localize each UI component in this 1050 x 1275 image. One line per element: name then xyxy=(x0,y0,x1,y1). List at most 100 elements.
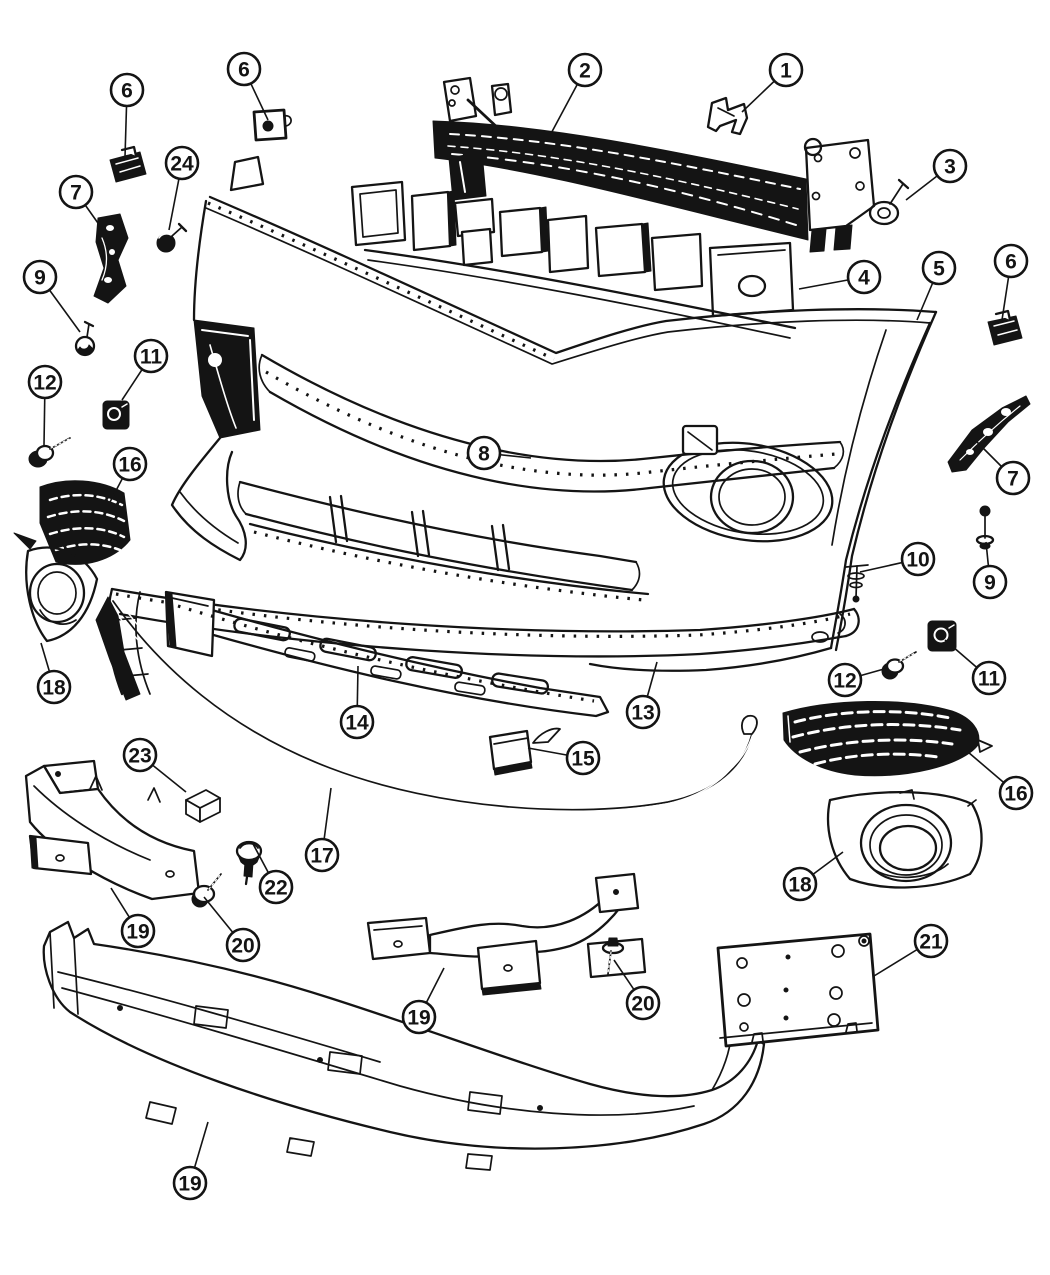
callout-bubble[interactable] xyxy=(913,923,949,959)
callout-bubble[interactable] xyxy=(304,837,340,873)
callout-bubble[interactable] xyxy=(971,660,1007,696)
callout-bubble[interactable] xyxy=(339,704,375,740)
part-lower-trim-strip xyxy=(95,596,758,813)
callout-number: 6 xyxy=(121,79,133,102)
part-screw-9-left xyxy=(74,320,96,357)
callout-11-right[interactable]: 11 xyxy=(944,639,1007,696)
callout-number: 7 xyxy=(70,181,82,204)
part-grille-insert-left xyxy=(39,480,131,565)
callout-19-left[interactable]: 19 xyxy=(110,887,156,949)
callout-bubble[interactable] xyxy=(27,364,63,400)
callout-12-left[interactable]: 12 xyxy=(27,364,63,446)
part-screw-12-left xyxy=(28,437,71,468)
callout-bubble[interactable] xyxy=(401,999,437,1035)
callout-23[interactable]: 23 xyxy=(122,737,187,793)
callout-bubble[interactable] xyxy=(565,740,601,776)
callout-bubble[interactable] xyxy=(466,435,502,471)
part-screw-24 xyxy=(156,222,188,253)
part-bolt-20-right xyxy=(601,937,625,975)
callout-10[interactable]: 10 xyxy=(859,541,936,577)
callout-bubble[interactable] xyxy=(133,338,169,374)
callout-12-right[interactable]: 12 xyxy=(827,662,885,698)
callout-bubble[interactable] xyxy=(58,174,94,210)
callout-bubble[interactable] xyxy=(625,694,661,730)
callout-21[interactable]: 21 xyxy=(873,923,949,977)
callout-bubble[interactable] xyxy=(993,243,1029,279)
callout-15[interactable]: 15 xyxy=(527,740,601,776)
callout-bubble[interactable] xyxy=(109,72,145,108)
callout-3[interactable]: 3 xyxy=(905,148,968,201)
part-screw-12-right xyxy=(881,651,917,680)
callout-bubble[interactable] xyxy=(258,869,294,905)
callout-16-right[interactable]: 16 xyxy=(967,751,1034,811)
callout-bubble[interactable] xyxy=(625,985,661,1021)
part-bracket-center xyxy=(366,872,640,996)
part-bracket-7-left xyxy=(93,213,129,304)
callout-bubble[interactable] xyxy=(22,259,58,295)
callout-bubble[interactable] xyxy=(122,737,158,773)
callout-number: 9 xyxy=(984,571,996,594)
callout-bubble[interactable] xyxy=(225,927,261,963)
callout-6-top-left[interactable]: 6 xyxy=(109,72,145,158)
callout-2[interactable]: 2 xyxy=(546,52,603,142)
callout-number: 18 xyxy=(42,676,66,699)
part-lower-shield xyxy=(42,920,766,1171)
callout-number: 7 xyxy=(1007,467,1019,490)
callout-4[interactable]: 4 xyxy=(798,259,882,295)
part-fog-bezel-left xyxy=(13,532,99,643)
callout-bubble[interactable] xyxy=(995,460,1031,496)
callout-17[interactable]: 17 xyxy=(304,787,340,873)
callout-bubble[interactable] xyxy=(120,913,156,949)
callout-20-right[interactable]: 20 xyxy=(613,959,661,1021)
callout-9-right[interactable]: 9 xyxy=(972,541,1008,600)
callout-bubble[interactable] xyxy=(900,541,936,577)
callout-6-right[interactable]: 6 xyxy=(993,243,1029,321)
callout-bubble[interactable] xyxy=(846,259,882,295)
part-front-fascia xyxy=(170,155,938,672)
callout-bubble[interactable] xyxy=(36,669,72,705)
callout-11-left[interactable]: 11 xyxy=(121,338,169,401)
callout-number: 11 xyxy=(140,345,163,368)
callout-13[interactable]: 13 xyxy=(625,661,661,730)
part-license-plate-bracket xyxy=(716,932,880,1048)
callout-14[interactable]: 14 xyxy=(339,665,375,740)
part-clip-11-left xyxy=(102,400,130,430)
callout-7-left[interactable]: 7 xyxy=(58,174,106,234)
callout-number: 20 xyxy=(631,992,654,1015)
callout-16-left[interactable]: 16 xyxy=(109,446,148,503)
callout-bubble[interactable] xyxy=(567,52,603,88)
callout-7-right[interactable]: 7 xyxy=(976,441,1031,496)
callout-bubble[interactable] xyxy=(226,51,262,87)
callout-number: 17 xyxy=(310,844,333,867)
callout-18-right[interactable]: 18 xyxy=(782,851,844,902)
callout-8[interactable]: 8 xyxy=(466,435,532,471)
callout-number: 12 xyxy=(33,371,56,394)
part-screw-3 xyxy=(868,178,910,226)
callout-bubble[interactable] xyxy=(921,250,957,286)
callout-6-top-center[interactable]: 6 xyxy=(226,51,269,121)
callout-1[interactable]: 1 xyxy=(741,52,804,113)
callout-bubble[interactable] xyxy=(827,662,863,698)
callout-20-left[interactable]: 20 xyxy=(203,896,261,963)
callout-9-left[interactable]: 9 xyxy=(22,259,81,333)
callout-bubble[interactable] xyxy=(972,564,1008,600)
callout-bubble[interactable] xyxy=(172,1165,208,1201)
callout-24[interactable]: 24 xyxy=(164,145,200,231)
callout-22[interactable]: 22 xyxy=(251,841,294,905)
callout-5[interactable]: 5 xyxy=(916,250,957,321)
callout-19-bottom[interactable]: 19 xyxy=(172,1121,209,1201)
part-clip-6-top-left xyxy=(109,145,147,183)
callout-number: 16 xyxy=(118,453,141,476)
callout-bubble[interactable] xyxy=(782,866,818,902)
callout-number: 19 xyxy=(407,1006,430,1029)
callout-bubble[interactable] xyxy=(164,145,200,181)
callout-bubble[interactable] xyxy=(112,446,148,482)
callout-bubble[interactable] xyxy=(932,148,968,184)
callout-bubble[interactable] xyxy=(768,52,804,88)
callout-19-center[interactable]: 19 xyxy=(401,967,445,1035)
callout-18-left[interactable]: 18 xyxy=(36,642,72,705)
callout-bubble[interactable] xyxy=(998,775,1034,811)
callout-number: 11 xyxy=(978,667,1001,690)
